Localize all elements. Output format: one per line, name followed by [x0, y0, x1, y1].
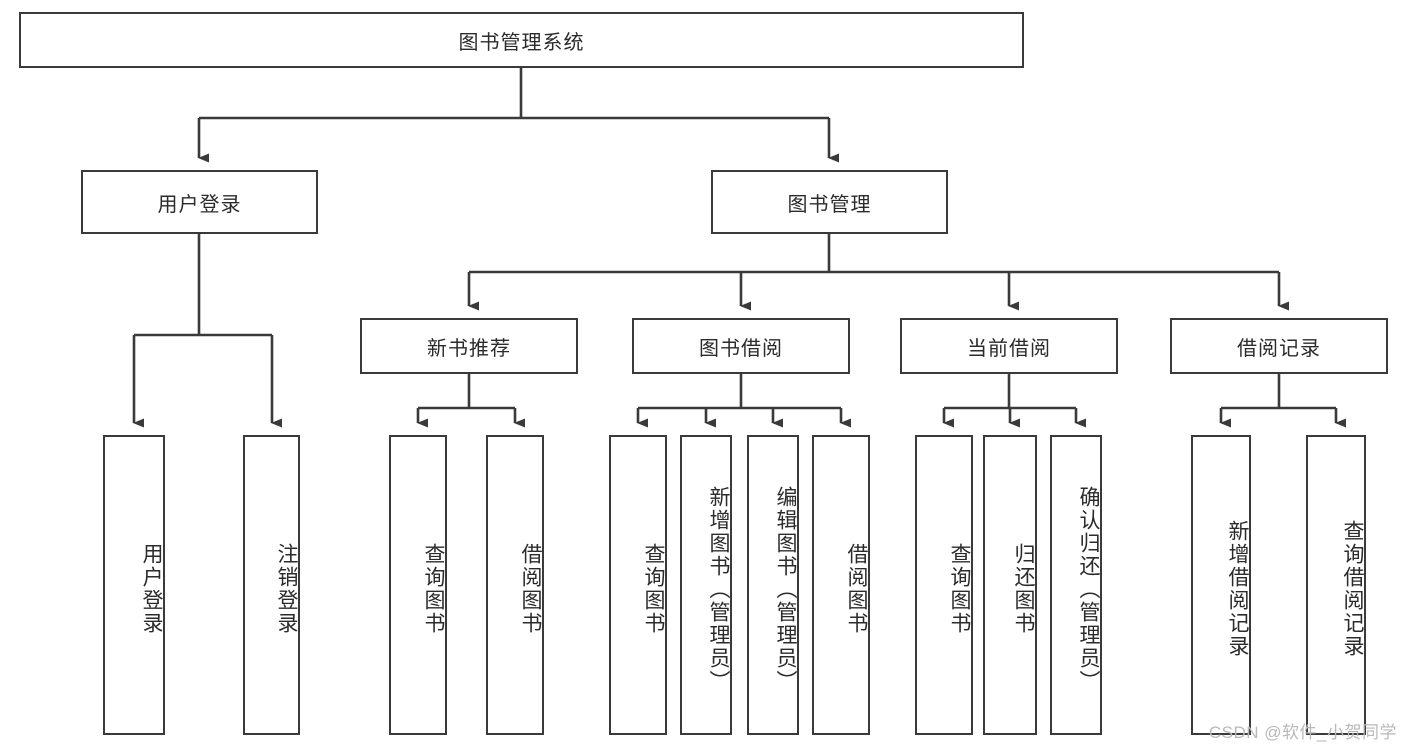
leaf-label: 查询图书	[422, 543, 445, 635]
node-root-label: 图书管理系统	[458, 31, 585, 54]
leaf-confirm-return-admin[interactable]: 确认归还（管理员）	[1050, 435, 1102, 735]
leaf-label: 查询图书	[642, 543, 665, 635]
leaf-logout[interactable]: 注销登录	[243, 435, 300, 735]
leaf-label: 归还图书	[1012, 543, 1035, 635]
node-label: 新书推荐	[427, 337, 511, 360]
node-label: 借阅记录	[1237, 337, 1321, 360]
leaf-label: 编辑图书（管理员）	[774, 485, 797, 693]
node-user-login[interactable]: 用户登录	[81, 170, 318, 234]
node-label: 图书管理	[787, 193, 872, 216]
leaf-add-book-admin[interactable]: 新增图书（管理员）	[680, 435, 732, 735]
node-label: 当前借阅	[967, 337, 1051, 360]
node-current-borrow[interactable]: 当前借阅	[900, 318, 1118, 374]
leaf-borrow-book[interactable]: 借阅图书	[812, 435, 870, 735]
leaf-query-book-recommend[interactable]: 查询图书	[389, 435, 447, 735]
node-book-management[interactable]: 图书管理	[711, 170, 948, 234]
leaf-query-book-current[interactable]: 查询图书	[915, 435, 973, 735]
leaf-label: 借阅图书	[519, 543, 542, 635]
leaf-label: 借阅图书	[845, 543, 868, 635]
leaf-label: 注销登录	[275, 543, 298, 635]
leaf-add-borrow-record[interactable]: 新增借阅记录	[1191, 435, 1251, 735]
leaf-label: 确认归还（管理员）	[1077, 485, 1100, 693]
leaf-query-book-borrow[interactable]: 查询图书	[609, 435, 667, 735]
leaf-label: 用户登录	[140, 543, 163, 635]
leaf-user-login[interactable]: 用户登录	[103, 435, 165, 735]
node-book-borrow[interactable]: 图书借阅	[632, 318, 850, 374]
node-new-book-recommend[interactable]: 新书推荐	[360, 318, 578, 374]
leaf-label: 新增图书（管理员）	[707, 485, 730, 693]
node-root[interactable]: 图书管理系统	[19, 12, 1024, 68]
node-label: 用户登录	[157, 193, 242, 216]
watermark: CSDN @软件_小贺同学	[1208, 723, 1397, 742]
node-label: 图书借阅	[699, 337, 783, 360]
leaf-edit-book-admin[interactable]: 编辑图书（管理员）	[747, 435, 799, 735]
leaf-return-book[interactable]: 归还图书	[983, 435, 1037, 735]
leaf-query-borrow-record[interactable]: 查询借阅记录	[1306, 435, 1366, 735]
leaf-borrow-book-recommend[interactable]: 借阅图书	[486, 435, 544, 735]
leaf-label: 新增借阅记录	[1226, 520, 1249, 658]
leaf-label: 查询借阅记录	[1341, 520, 1364, 658]
leaf-label: 查询图书	[948, 543, 971, 635]
node-borrow-record[interactable]: 借阅记录	[1170, 318, 1388, 374]
